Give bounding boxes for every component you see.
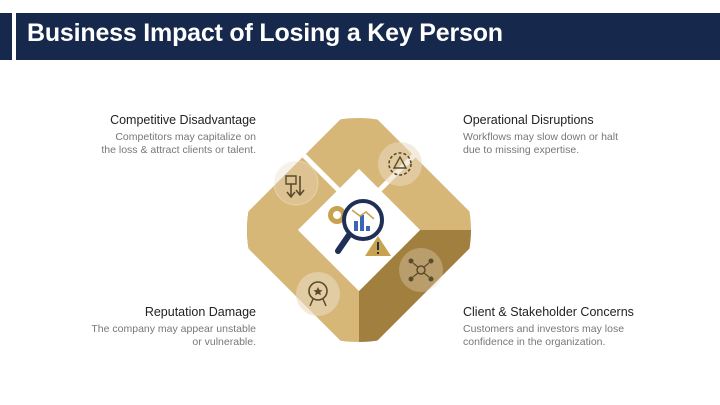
block-reputation-damage: Reputation Damage The company may appear… <box>66 305 256 349</box>
network-people-icon <box>399 248 443 292</box>
segment-right <box>359 230 471 342</box>
title-bar <box>0 13 720 60</box>
block-description-line: Workflows may slow down or halt <box>463 131 619 143</box>
block-heading: Operational Disruptions <box>463 113 594 127</box>
block-heading: Competitive Disadvantage <box>110 113 256 127</box>
block-description-line: confidence in the organization. <box>463 336 606 348</box>
title-separator <box>12 13 16 60</box>
segment-top <box>247 118 471 230</box>
block-description-line: Customers and investors may lose <box>463 323 625 335</box>
block-description-line: the loss & attract clients or talent. <box>101 144 256 156</box>
page-title: Business Impact of Losing a Key Person <box>27 19 503 47</box>
block-description-line: The company may appear unstable <box>91 323 256 335</box>
block-description-line: Competitors may capitalize on <box>115 131 256 143</box>
magnifier-analytics-warning-icon <box>328 199 391 256</box>
gear-warning-icon <box>378 142 422 186</box>
block-heading: Client & Stakeholder Concerns <box>463 305 634 319</box>
block-competitive-disadvantage: Competitive Disadvantage Competitors may… <box>66 113 256 157</box>
block-heading: Reputation Damage <box>144 305 256 319</box>
broken-award-icon <box>296 272 340 316</box>
block-operational-disruptions: Operational Disruptions Workflows may sl… <box>463 113 653 157</box>
block-description-line: or vulnerable. <box>192 336 256 348</box>
segment-bottom <box>247 230 359 342</box>
block-description-line: due to missing expertise. <box>463 144 580 156</box>
thumbs-down-chart-icon <box>273 160 319 206</box>
block-client-stakeholder-concerns: Client & Stakeholder Concerns Customers … <box>463 305 653 349</box>
